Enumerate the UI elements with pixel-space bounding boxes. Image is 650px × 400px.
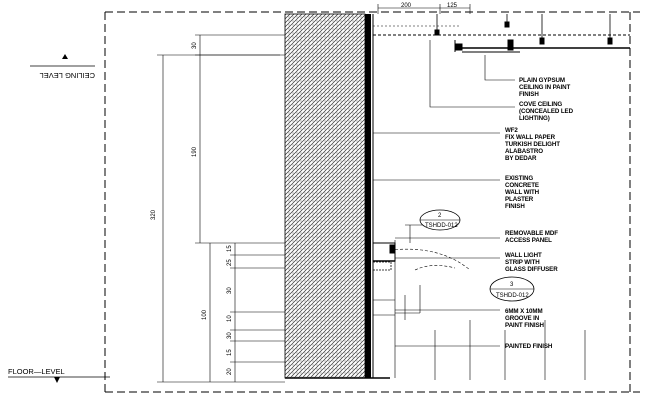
dim-top-125: 125	[447, 3, 458, 9]
svg-text:STRIP WITH: STRIP WITH	[505, 259, 540, 266]
svg-text:ACCESS PANEL: ACCESS PANEL	[505, 237, 552, 244]
concrete-wall-hatch	[284, 13, 366, 379]
svg-text:GLASS DIFFUSER: GLASS DIFFUSER	[505, 266, 558, 273]
wall-section	[284, 13, 390, 379]
dim-left-lower-detail-4: 10	[227, 315, 233, 322]
svg-text:(CONCEALED LED: (CONCEALED LED	[519, 108, 574, 115]
plaster-finish-layer	[365, 14, 371, 378]
dim-left-lower-detail-2: 25	[227, 259, 233, 266]
note-painted-finish: PAINTED FINISH	[505, 343, 553, 350]
svg-text:WALL LIGHT: WALL LIGHT	[505, 252, 542, 259]
svg-text:PLASTER: PLASTER	[505, 196, 534, 203]
svg-text:FIX WALL PAPER: FIX WALL PAPER	[505, 134, 556, 141]
svg-text:6MM X 10MM: 6MM X 10MM	[505, 308, 543, 315]
dim-left-lower-detail-3: 30	[227, 287, 233, 294]
ceiling-level-label: CEILING LEVEL	[40, 71, 95, 80]
dim-top-200: 200	[401, 3, 412, 9]
svg-text:CONCRETE: CONCRETE	[505, 182, 539, 189]
note-removable-mdf-access-panel: REMOVABLE MDF ACCESS PANEL	[505, 230, 558, 244]
svg-text:CEILING IN PAINT: CEILING IN PAINT	[519, 84, 571, 91]
top-dimension-chain	[377, 4, 471, 14]
dim-left-lower-detail-5: 30	[227, 332, 233, 339]
wall-light-detail	[372, 224, 586, 380]
svg-text:BY DEDAR: BY DEDAR	[505, 155, 537, 162]
dim-left-lower-100: 100	[202, 309, 208, 320]
dim-left-lower-detail-7: 20	[227, 368, 233, 375]
floor-level-marker: FLOOR—LEVEL	[8, 367, 110, 383]
note-wall-light-strip: WALL LIGHT STRIP WITH GLASS DIFFUSER	[505, 252, 558, 273]
svg-text:EXISTING: EXISTING	[505, 175, 533, 182]
section-tag-3-number: 3	[510, 282, 514, 288]
cove-trim	[507, 39, 514, 51]
ceiling-detail	[373, 14, 630, 53]
note-existing-concrete-wall: EXISTING CONCRETE WALL WITH PLASTER FINI…	[505, 175, 540, 210]
svg-text:ALABASTRO: ALABASTRO	[505, 148, 543, 155]
dim-left-lower-detail-1: 15	[227, 245, 233, 252]
svg-text:WF2: WF2	[505, 127, 518, 134]
svg-text:PAINT FINISH: PAINT FINISH	[505, 322, 545, 329]
section-tag-2: 2 TSHDD-012	[419, 209, 461, 231]
ceiling-level-marker: CEILING LEVEL	[30, 54, 95, 80]
svg-text:PLAIN GYPSUM: PLAIN GYPSUM	[519, 77, 565, 84]
drawing-frame	[104, 11, 640, 393]
left-dimension-chain	[157, 34, 285, 383]
dim-left-upper-30: 30	[192, 42, 198, 49]
svg-text:REMOVABLE MDF: REMOVABLE MDF	[505, 230, 558, 237]
section-tag-2-ref: TSHDD-012	[425, 223, 458, 229]
cove-light-block	[455, 43, 463, 51]
light-strip	[372, 261, 392, 271]
dim-left-total: 320	[151, 209, 157, 220]
section-tag-3: 3 TSHDD-012	[489, 276, 535, 302]
svg-text:COVE CEILING: COVE CEILING	[519, 101, 562, 108]
svg-text:FINISH: FINISH	[505, 203, 525, 210]
dim-left-lower-detail-6: 15	[227, 349, 233, 356]
section-tag-3-ref: TSHDD-012	[496, 293, 529, 299]
svg-text:WALL WITH: WALL WITH	[505, 189, 540, 196]
svg-text:GROOVE IN: GROOVE IN	[505, 315, 540, 322]
section-tag-2-number: 2	[438, 213, 442, 219]
dim-left-upper-190: 190	[192, 146, 198, 157]
note-cove-ceiling: COVE CEILING (CONCEALED LED LIGHTING)	[519, 101, 574, 122]
svg-text:FINISH: FINISH	[519, 91, 539, 98]
svg-text:TURKISH DELIGHT: TURKISH DELIGHT	[505, 141, 560, 148]
leader-lines	[373, 40, 515, 347]
note-plain-gypsum-ceiling: PLAIN GYPSUM CEILING IN PAINT FINISH	[519, 77, 571, 98]
floor-level-label: FLOOR—LEVEL	[8, 367, 65, 376]
note-groove-paint-finish: 6MM X 10MM GROOVE IN PAINT FINISH	[505, 308, 545, 329]
note-wallpaper-wf2: WF2 FIX WALL PAPER TURKISH DELIGHT ALABA…	[505, 127, 560, 162]
svg-text:PAINTED FINISH: PAINTED FINISH	[505, 343, 553, 350]
svg-text:LIGHTING): LIGHTING)	[519, 115, 550, 122]
